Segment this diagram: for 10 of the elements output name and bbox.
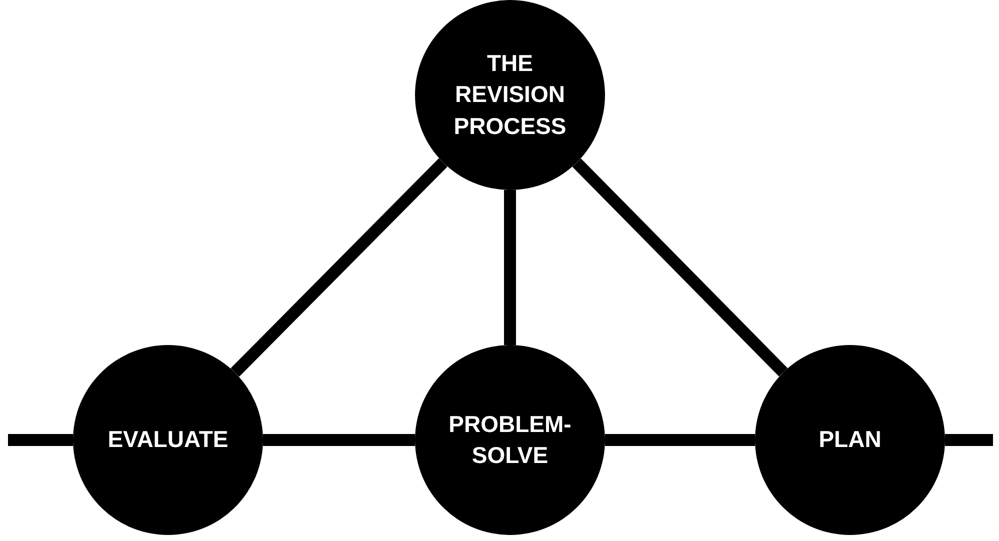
node-label: THE REVISION PROCESS — [452, 49, 568, 141]
node-label: PROBLEM-SOLVE — [448, 410, 572, 470]
connector-line — [945, 434, 993, 446]
connector-line — [8, 434, 73, 446]
node-label: PLAN — [818, 425, 882, 454]
connector-line — [230, 158, 448, 377]
connector-line — [263, 434, 415, 446]
connector-line — [504, 190, 516, 345]
connector-line — [572, 158, 788, 377]
node-label: EVALUATE — [106, 425, 230, 454]
